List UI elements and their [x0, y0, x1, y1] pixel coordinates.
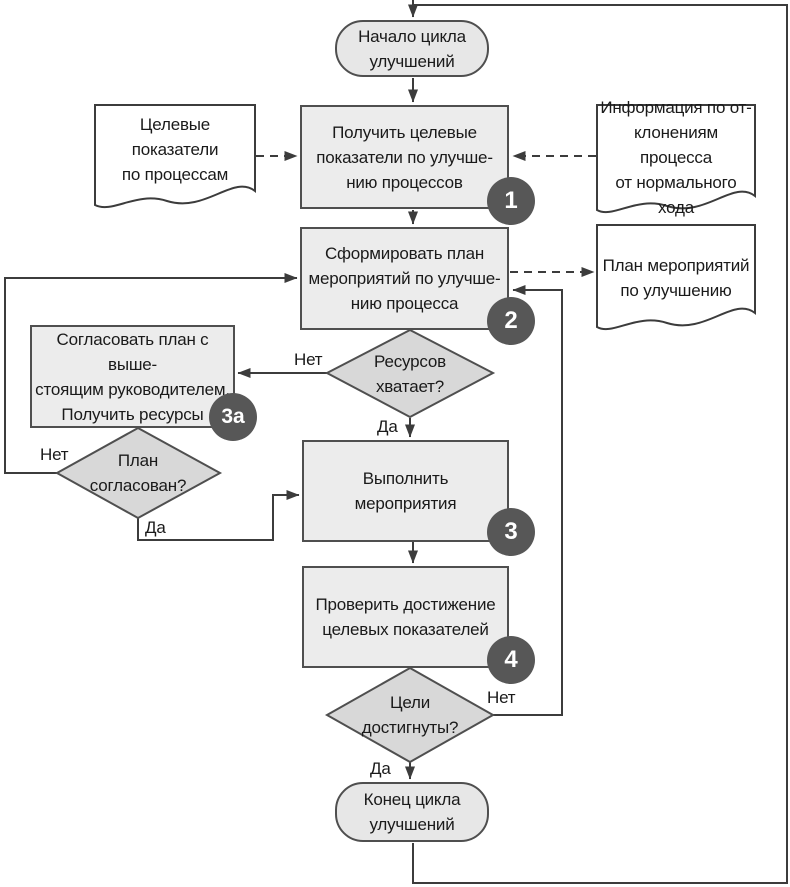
branch-label-goals-no: Нет — [487, 688, 516, 707]
process-execute: Выполнить мероприятия — [302, 440, 509, 542]
step-badge-3a-label: 3а — [221, 405, 245, 428]
process-get-targets: Получить целевые показатели по улучше- н… — [300, 105, 509, 209]
branch-label-approved-no: Нет — [40, 445, 69, 464]
connector-approved-no-to-form-plan — [4, 273, 298, 474]
decision-shape-goals — [324, 666, 496, 764]
decision-shape-resources — [324, 328, 496, 419]
process-check-label: Проверить достижение целевых показателей — [315, 595, 496, 639]
connector-goals-no-to-form-plan — [493, 285, 563, 716]
step-badge-1: 1 — [487, 177, 535, 225]
document-shape-deviations — [596, 104, 756, 214]
connector-end-to-start-loop — [412, 4, 788, 884]
connector-approved-yes-to-execute — [137, 490, 300, 541]
step-badge-3: 3 — [487, 508, 535, 556]
decision-approved-label: План согласован? — [89, 451, 187, 495]
branch-label-resources-no: Нет — [294, 350, 323, 369]
process-form-plan-label: Сформировать план мероприятий по улучше-… — [308, 244, 501, 313]
branch-label-resources-yes: Да — [377, 417, 398, 436]
decision-shape-approved — [54, 426, 223, 520]
document-plan-label: План мероприятий по улучшению — [602, 256, 750, 300]
document-shape-targets — [94, 104, 256, 209]
step-badge-2-label: 2 — [504, 307, 518, 334]
process-approve-plan-label: Согласовать план с выше- стоящим руковод… — [35, 329, 230, 424]
document-targets-label: Целевые показатели по процессам — [121, 114, 229, 184]
document-shape-plan — [596, 224, 756, 331]
start-terminal: Начало цикла улучшений — [335, 20, 489, 77]
step-badge-3a: 3а — [209, 393, 257, 441]
process-get-targets-label: Получить целевые показатели по улучше- н… — [316, 122, 493, 192]
end-terminal-label: Конец цикла улучшений — [363, 790, 461, 834]
process-execute-label: Выполнить мероприятия — [354, 469, 457, 513]
document-deviations-label: Информация по от- клонениям процесса от … — [600, 98, 752, 217]
process-form-plan: Сформировать план мероприятий по улучше-… — [300, 227, 509, 330]
step-badge-1-label: 1 — [504, 187, 518, 214]
process-approve-plan: Согласовать план с выше- стоящим руковод… — [30, 325, 235, 428]
process-check: Проверить достижение целевых показателей — [302, 566, 509, 668]
decision-goals-label: Цели достигнуты? — [361, 693, 459, 737]
step-badge-4-label: 4 — [504, 646, 518, 673]
step-badge-2: 2 — [487, 297, 535, 345]
start-terminal-label: Начало цикла улучшений — [358, 26, 466, 71]
decision-resources-label: Ресурсов хватает? — [374, 351, 446, 396]
end-terminal: Конец цикла улучшений — [335, 782, 489, 842]
branch-label-approved-yes: Да — [145, 518, 166, 537]
branch-label-goals-yes: Да — [370, 759, 391, 778]
step-badge-4: 4 — [487, 636, 535, 684]
step-badge-3-label: 3 — [504, 518, 518, 545]
